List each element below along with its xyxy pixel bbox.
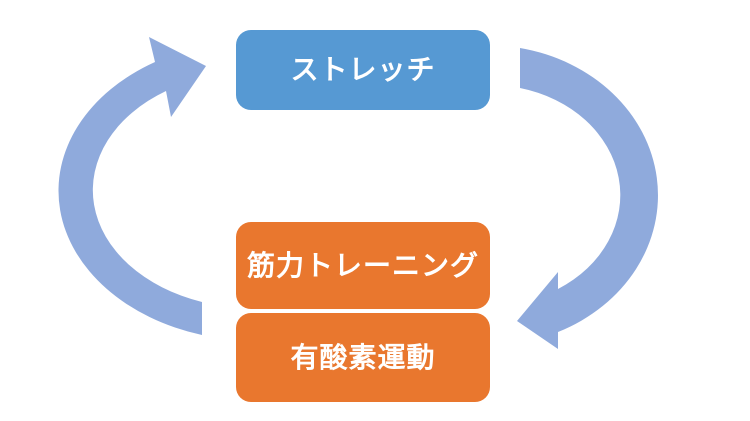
node-strength-training-label: 筋力トレーニング — [246, 248, 479, 282]
node-stretch-label: ストレッチ — [290, 53, 436, 86]
node-stretch: ストレッチ — [236, 30, 490, 110]
curved-arrow-right-down-icon — [517, 48, 658, 349]
node-aerobic-exercise-label: 有酸素運動 — [290, 340, 436, 374]
node-aerobic-exercise: 有酸素運動 — [236, 313, 490, 402]
curved-arrow-left-up-icon — [58, 37, 207, 335]
node-strength-training: 筋力トレーニング — [236, 222, 490, 309]
